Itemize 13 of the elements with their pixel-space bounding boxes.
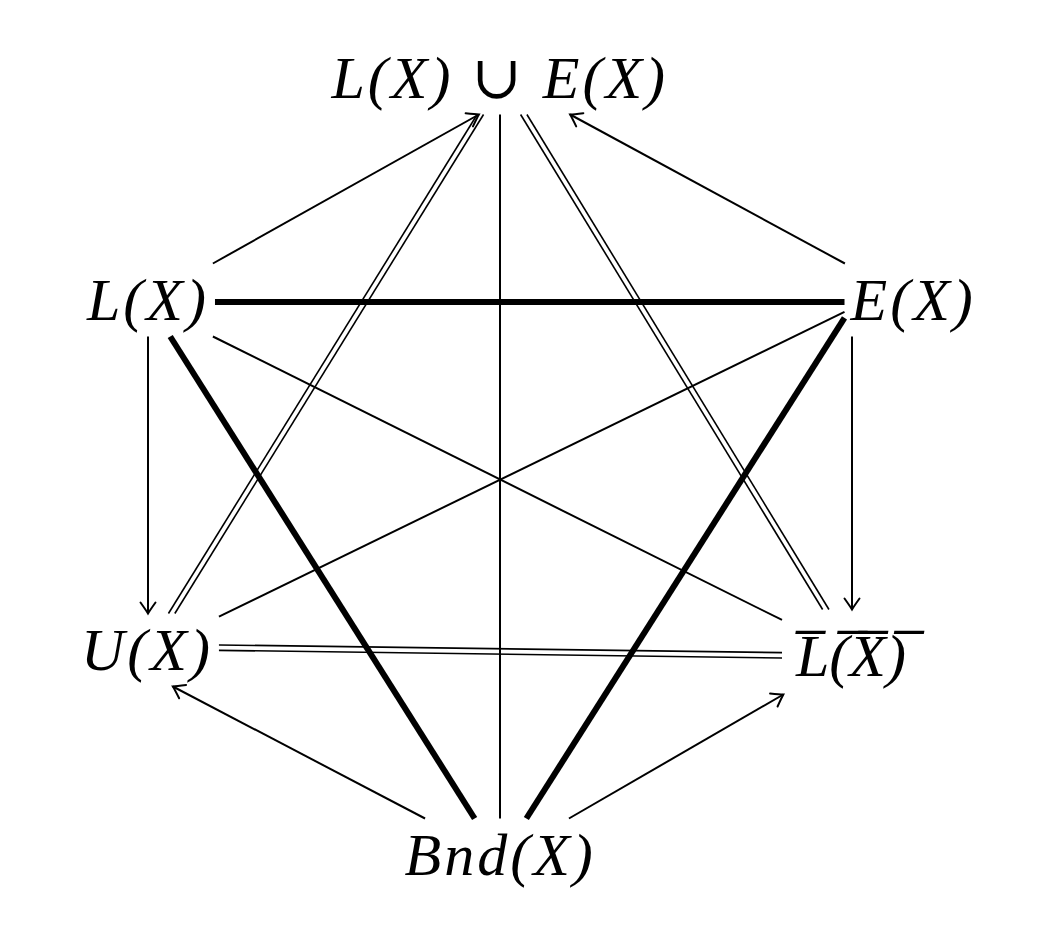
connector-line — [217, 310, 846, 618]
set-expression: L(X) ∪ E(X) — [325, 41, 674, 115]
set-expression: U(X) — [75, 613, 219, 687]
thick-line — [523, 316, 848, 821]
thick-line — [167, 334, 478, 821]
connector-line — [499, 113, 501, 820]
set-expression: Bnd(X) — [398, 818, 602, 892]
connector-line — [218, 644, 783, 654]
set-expression: L(X) — [81, 263, 215, 337]
connector-line — [211, 335, 783, 621]
connector-line — [218, 649, 783, 659]
set-expression: L̅(̅X̅)̅ — [782, 609, 940, 695]
set-expression: E(X) — [844, 263, 982, 337]
